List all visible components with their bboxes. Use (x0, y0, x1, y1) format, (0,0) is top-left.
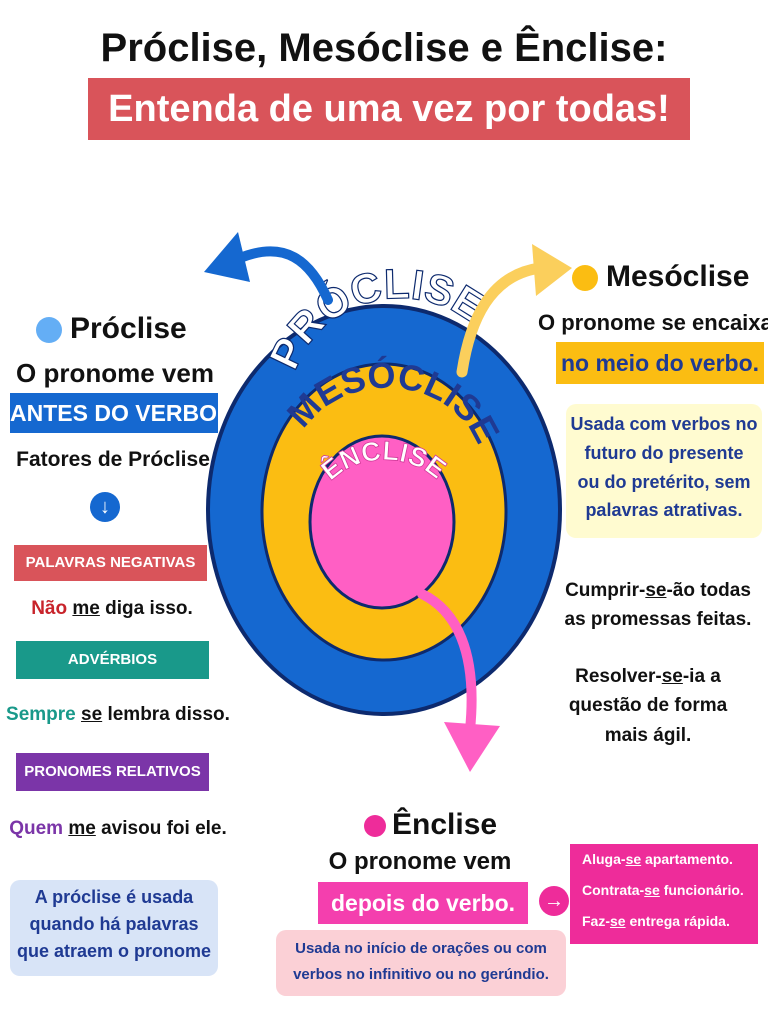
enclise-arrow-head (444, 722, 500, 772)
proclise-highlight: ANTES DO VERBO. (10, 393, 223, 433)
factor-example-adverbios: Sempre se lembra disso. (6, 704, 230, 725)
proclise-heading: Próclise (36, 312, 187, 346)
enclise-arrow (417, 589, 477, 735)
mesoclise-highlight: no meio do verbo. (556, 342, 764, 384)
enclise-example: Faz-se entrega rápida. (582, 912, 730, 929)
factor-example-negativas: Não me diga isso. (31, 598, 193, 619)
mesoclise-example-2: Resolver-se-ia a questão de forma mais á… (568, 666, 728, 746)
enclise-example: Aluga-se apartamento. (582, 851, 733, 867)
mesoclise-desc: O pronome se encaixa (538, 310, 768, 335)
enclise-bullet-icon (364, 815, 386, 838)
mesoclise-arrow (456, 262, 546, 378)
proclise-note: A próclise é usada quando há palavras qu… (10, 880, 218, 976)
page-title: Próclise, Mesóclise e Ênclise: (100, 26, 668, 70)
mesoclise-heading: Mesóclise (572, 260, 749, 294)
proclise-heading-text: Próclise (70, 312, 187, 345)
page-subtitle: Entenda de uma vez por todas! (88, 78, 690, 140)
proclise-arrow-head (204, 232, 250, 282)
factor-label-negativas: PALAVRAS NEGATIVAS (14, 545, 207, 581)
proclise-arrow (235, 246, 333, 305)
enclise-desc: O pronome vem (328, 848, 512, 875)
mesoclise-example-1: Cumprir-se-ão todas as promessas feitas. (564, 580, 752, 631)
arrow-right-icon: → (539, 886, 569, 916)
enclise-heading: Ênclise (364, 808, 497, 842)
arrow-down-icon: ↓ (90, 492, 120, 522)
enclise-example: Contrata-se funcionário. (582, 881, 744, 898)
factor-example-pronomes: Quem me avisou foi ele. (9, 818, 227, 839)
proclise-factors-title: Fatores de Próclise (16, 448, 210, 471)
inner-disk (308, 434, 456, 610)
enclise-note: Usada no início de orações ou com verbos… (276, 930, 566, 996)
enclise-highlight: depois do verbo. (318, 882, 528, 924)
factor-label-pronomes: PRONOMES RELATIVOS (16, 753, 209, 791)
proclise-bullet-icon (36, 317, 62, 344)
mesoclise-arrow-head (532, 244, 572, 296)
factor-label-adverbios: ADVÉRBIOS (16, 641, 209, 679)
enclise-heading-text: Ênclise (392, 808, 498, 841)
proclise-desc: O pronome vem (16, 358, 214, 388)
mesoclise-bullet-icon (572, 265, 598, 292)
enclise-examples-box: Aluga-se apartamento. Contrata-se funcio… (570, 844, 758, 944)
mesoclise-heading-text: Mesóclise (606, 260, 750, 293)
mesoclise-note: Usada com verbos no futuro do presente o… (566, 404, 762, 538)
